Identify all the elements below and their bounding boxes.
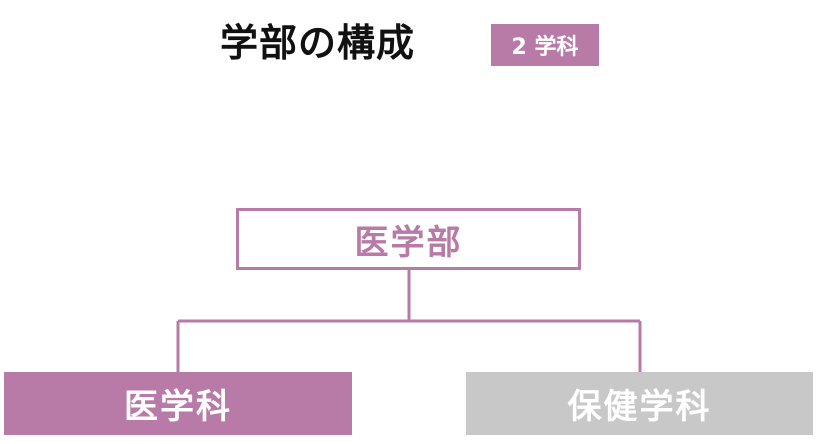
department-node-medicine: 医学科 — [4, 372, 352, 435]
department-node-health-sciences: 保健学科 — [466, 372, 813, 435]
department-count-badge: 2 学科 — [491, 24, 599, 66]
faculty-node: 医学部 — [236, 208, 581, 270]
page-title: 学部の構成 — [220, 21, 416, 65]
